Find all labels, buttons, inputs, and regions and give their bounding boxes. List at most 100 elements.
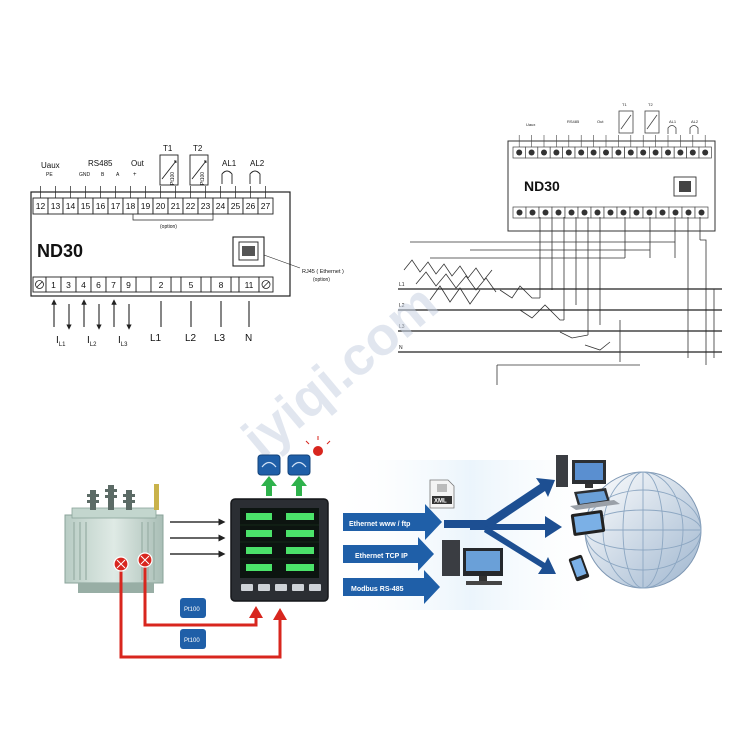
right-label-al1: AL1	[669, 119, 677, 124]
bottom-terminal-number: 7	[111, 280, 116, 290]
label-rs485-gnd: GND	[79, 172, 91, 178]
top-terminal-number: 13	[51, 201, 61, 211]
bottom-terminal	[120, 276, 137, 293]
smartphone-icon	[568, 554, 590, 582]
label-rs485: RS485	[88, 159, 113, 168]
al1-relay-symbol	[221, 170, 233, 184]
top-terminal-number: 17	[111, 201, 121, 211]
bottom-terminal-number: 2	[159, 280, 164, 290]
right-top-labels: Uaux RS485 Out T1 T2 AL1 AL2	[526, 102, 699, 127]
link-modbus-label: Modbus RS-485	[351, 586, 404, 593]
nd30-meter	[230, 498, 329, 602]
top-terminal-number: 14	[66, 201, 76, 211]
right-model-name: ND30	[524, 178, 560, 194]
link-modbus	[343, 570, 440, 604]
option-label: (option)	[160, 224, 177, 230]
top-terminal-number: 19	[141, 201, 151, 211]
bottom-terminal-number: 5	[189, 280, 194, 290]
option-bracket	[132, 214, 214, 221]
right-wiring-diagram: Uaux RS485 Out T1 T2 AL1 AL2 ND30	[398, 102, 722, 385]
bottom-terminal-number: 3	[66, 280, 71, 290]
link-ethernet-www	[343, 504, 442, 540]
bottom-terminal	[210, 276, 232, 293]
t2-sensor-symbol	[191, 160, 207, 180]
watermark: iyiqi.com	[231, 273, 449, 469]
bottom-terminal-number: 11	[245, 280, 254, 290]
top-terminal-number: 26	[246, 201, 256, 211]
label-al2: AL2	[250, 159, 265, 168]
right-label-uaux: Uaux	[526, 122, 535, 127]
right-label-rs485: RS485	[567, 119, 580, 124]
system-illustration: Pt100 Pt100	[64, 436, 702, 659]
desktop-computer-icon	[442, 540, 503, 585]
right-phase-lines	[398, 288, 722, 353]
bottom-terminal-number: 6	[96, 280, 101, 290]
right-top-terminals	[512, 135, 712, 159]
top-terminal-number: 18	[126, 201, 136, 211]
right-label-t2: T2	[648, 102, 653, 107]
label-n: N	[245, 333, 252, 344]
bottom-terminal-number: 1	[51, 280, 56, 290]
al2-relay-symbol	[249, 170, 261, 184]
xml-file-icon: XML	[429, 479, 455, 509]
voltage-inputs	[160, 301, 250, 327]
link-ethernet-www-label: Ethernet www / ftp	[349, 521, 410, 528]
t2-pt100-label: Pt100	[200, 172, 206, 185]
label-t1: T1	[163, 144, 173, 153]
tablet-icon	[570, 510, 606, 536]
right-line-label-l2: L2	[399, 303, 405, 309]
pt100-tag-upper	[180, 598, 206, 618]
right-line-label-l3: L3	[399, 324, 405, 330]
label-l1: L1	[150, 333, 162, 344]
alarm-light-icon	[313, 446, 323, 456]
xml-file-label: XML	[434, 499, 447, 505]
right-label-t1: T1	[622, 102, 627, 107]
pt100-tag-lower-label: Pt100	[184, 638, 200, 644]
rj45-option-label: (option)	[313, 277, 330, 283]
label-t2: T2	[193, 144, 203, 153]
label-i-l3: IL3	[118, 335, 128, 348]
right-line-label-l1: L1	[399, 282, 405, 288]
pt100-tag-lower	[180, 629, 206, 649]
right-label-al2: AL2	[691, 119, 699, 124]
label-rs485-a: A	[116, 172, 120, 178]
left-model-name: ND30	[37, 241, 83, 261]
temperature-wires	[119, 566, 282, 659]
rj45-jack-port	[242, 246, 255, 256]
bottom-terminal-number: 9	[126, 280, 131, 290]
relay-outputs	[257, 436, 331, 496]
top-terminal-number: 20	[156, 201, 166, 211]
top-terminal-number: 25	[231, 201, 241, 211]
laptop-icon	[570, 488, 620, 510]
top-terminal-number: 21	[171, 201, 181, 211]
top-terminal-number: 12	[36, 201, 46, 211]
label-al1: AL1	[222, 159, 237, 168]
label-l3: L3	[214, 333, 226, 344]
top-terminal-number: 24	[216, 201, 226, 211]
phase-arrows	[170, 518, 226, 558]
label-out-plus: +	[133, 172, 137, 178]
bottom-terminal	[150, 276, 172, 293]
top-terminal-number: 16	[96, 201, 106, 211]
pt100-tag-upper-label: Pt100	[184, 607, 200, 613]
link-arrows: Ethernet www / ftp Ethernet TCP IP Modbu…	[343, 504, 442, 604]
label-i-l1: IL1	[56, 335, 66, 348]
label-uaux-sub: PE	[46, 172, 53, 178]
bottom-terminal-number: 4	[81, 280, 86, 290]
link-ethernet-tcp	[343, 537, 434, 571]
rj45-label: RJ45 ( Ethernet )	[302, 269, 344, 275]
top-terminal-number: 23	[201, 201, 211, 211]
right-label-out: Out	[597, 119, 604, 124]
label-uaux: Uaux	[41, 161, 60, 170]
label-out: Out	[131, 159, 145, 168]
top-terminal-number: 15	[81, 201, 91, 211]
network-branch-arrows	[444, 478, 562, 574]
right-line-label-n: N	[399, 345, 403, 351]
server-monitor-icon	[556, 455, 606, 488]
bottom-terminal-number: 8	[219, 280, 224, 290]
label-i-l2: IL2	[87, 335, 97, 348]
link-ethernet-tcp-label: Ethernet TCP IP	[355, 553, 408, 560]
t1-pt100-label: Pt100	[170, 172, 176, 185]
top-terminal-number: 22	[186, 201, 196, 211]
